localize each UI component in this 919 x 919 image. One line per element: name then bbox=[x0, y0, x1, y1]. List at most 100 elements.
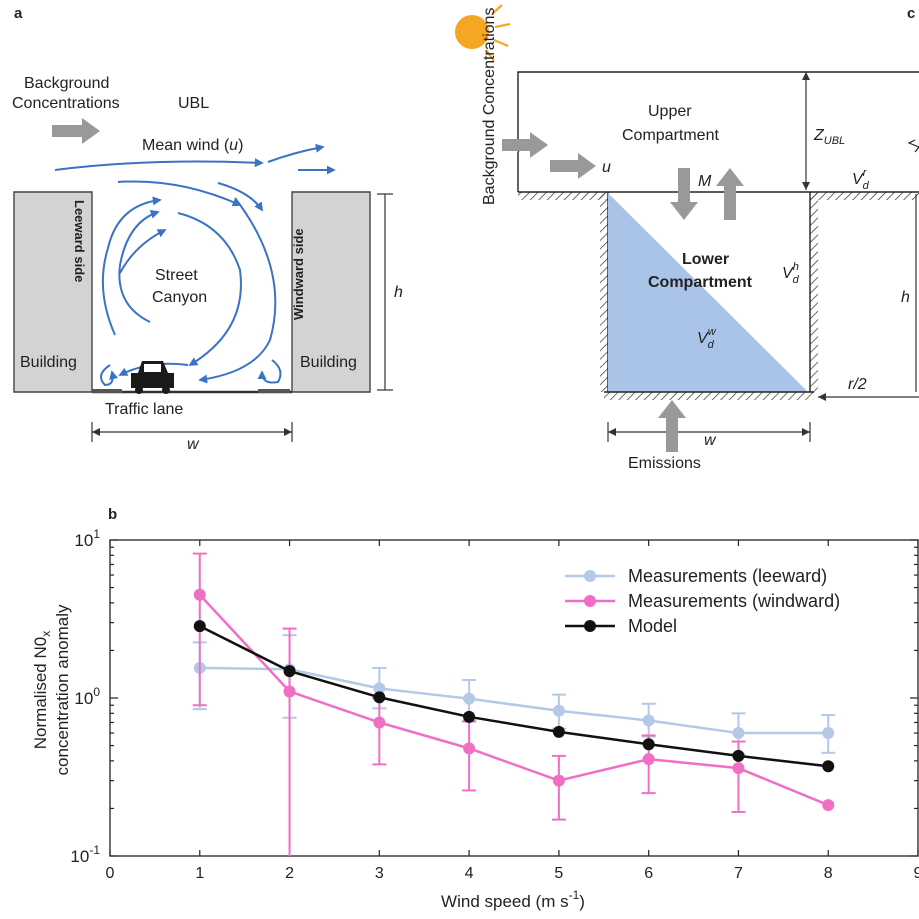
data-point bbox=[642, 753, 655, 766]
y-tick-label: 101 bbox=[74, 527, 100, 550]
legend-marker bbox=[584, 570, 596, 582]
data-point bbox=[283, 665, 296, 678]
legend-label: Model bbox=[628, 616, 677, 636]
data-point bbox=[732, 727, 745, 740]
vortex-arrow-icon bbox=[177, 212, 242, 366]
width-w-label: w bbox=[187, 436, 200, 453]
curb-left bbox=[92, 389, 122, 393]
x-tick-label: 1 bbox=[195, 865, 204, 882]
vdr-label: Vdr bbox=[852, 167, 870, 192]
data-point bbox=[552, 704, 565, 717]
y-tick-label: 100 bbox=[74, 685, 100, 708]
series-1 bbox=[192, 552, 835, 856]
data-point bbox=[373, 682, 386, 695]
ubl-label: UBL bbox=[178, 95, 209, 112]
upper-compartment-label: Upper bbox=[648, 103, 692, 120]
series-2 bbox=[193, 620, 835, 773]
y-tick-label: 10-1 bbox=[70, 843, 100, 866]
plot-frame bbox=[109, 539, 919, 857]
height-h-label: h bbox=[394, 284, 403, 301]
x-tick-label: 9 bbox=[914, 865, 919, 882]
y-axis: 101 100 10-1 bbox=[70, 527, 918, 866]
vdw-label: Vdw bbox=[697, 326, 717, 351]
emission-triangle bbox=[608, 193, 808, 392]
x-tick-label: 2 bbox=[285, 865, 294, 882]
traffic-lane-label: Traffic lane bbox=[105, 401, 183, 418]
panel-c-label: c bbox=[907, 5, 915, 22]
background-label: Background bbox=[24, 75, 109, 92]
m-label: M bbox=[698, 173, 712, 190]
building-left-label: Building bbox=[20, 354, 77, 371]
y-axis-label-2: concentration anomaly bbox=[53, 604, 72, 776]
emissions-arrow-icon bbox=[658, 400, 686, 452]
x-tick-label: 8 bbox=[824, 865, 833, 882]
series-line bbox=[199, 625, 829, 768]
chart-legend: Measurements (leeward)Measurements (wind… bbox=[565, 566, 840, 636]
data-point bbox=[732, 762, 745, 775]
x-tick-label: 0 bbox=[106, 865, 115, 882]
legend-marker bbox=[584, 620, 596, 632]
series-line bbox=[198, 593, 829, 807]
canyon-label: Canyon bbox=[152, 289, 207, 306]
wind-u-arrow-icon bbox=[550, 153, 596, 179]
x-tick-label: 3 bbox=[375, 865, 384, 882]
building-right-label: Building bbox=[300, 354, 357, 371]
vortex-arrow-icon bbox=[217, 182, 263, 212]
mean-wind-arrow-icon bbox=[54, 158, 264, 171]
vortex-arrow-icon bbox=[119, 229, 167, 274]
emissions-label: Emissions bbox=[628, 455, 701, 472]
windward-side-label: Windward side bbox=[291, 228, 306, 320]
data-point bbox=[463, 692, 476, 705]
y-axis-label: Normalised N0x bbox=[31, 631, 53, 749]
background-arrow-icon bbox=[52, 118, 100, 144]
x-axis-label: Wind speed (m s-1) bbox=[441, 888, 585, 911]
curb-right bbox=[258, 389, 290, 393]
data-point bbox=[373, 691, 386, 704]
x-tick-label: 6 bbox=[644, 865, 653, 882]
x-tick-label: 7 bbox=[734, 865, 743, 882]
street-label: Street bbox=[155, 267, 198, 284]
h-label: h bbox=[901, 289, 910, 306]
panel-b-label: b bbox=[108, 506, 117, 523]
corner-eddy-icon bbox=[257, 359, 282, 384]
data-point bbox=[193, 588, 206, 601]
x-tick-label: 4 bbox=[465, 865, 474, 882]
upper-compartment bbox=[517, 71, 919, 140]
sun-icon bbox=[455, 4, 511, 62]
lower-compartment-label: Lower bbox=[682, 251, 729, 268]
data-point bbox=[373, 716, 386, 729]
concentrations-label: Concentrations bbox=[12, 95, 120, 112]
data-point bbox=[552, 774, 565, 787]
legend-label: Measurements (leeward) bbox=[628, 566, 827, 586]
background-concentrations-label: Background Concentrations bbox=[481, 8, 498, 205]
data-point bbox=[822, 760, 835, 773]
lower-compartment-label-2: Compartment bbox=[648, 274, 753, 291]
z-ubl-label: ZUBL bbox=[813, 127, 845, 147]
width-w-label-c: w bbox=[704, 432, 717, 449]
car-icon bbox=[131, 361, 174, 394]
leeward-side-label: Leeward side bbox=[72, 200, 87, 282]
u-label: u bbox=[602, 159, 611, 176]
r-half-label: r/2 bbox=[848, 376, 867, 393]
legend-marker bbox=[584, 595, 596, 607]
data-point bbox=[552, 725, 565, 738]
mean-wind-arrow-icon bbox=[267, 143, 325, 163]
data-point bbox=[732, 749, 745, 762]
vortex-arrow-icon bbox=[198, 197, 277, 384]
exchange-up-arrow-icon bbox=[716, 168, 744, 220]
vdh-label: Vdh bbox=[782, 261, 800, 286]
data-point bbox=[642, 738, 655, 751]
data-point bbox=[822, 727, 835, 740]
mean-wind-label: Mean wind (u) bbox=[142, 137, 243, 154]
data-point bbox=[193, 620, 206, 633]
upper-compartment-label-2: Compartment bbox=[622, 127, 719, 144]
data-point bbox=[642, 714, 655, 727]
vortex-arrow-icon bbox=[101, 196, 162, 336]
break-symbol-icon bbox=[907, 139, 919, 153]
data-point bbox=[283, 685, 296, 698]
chart-series bbox=[192, 552, 836, 856]
vortex-arrow-icon bbox=[117, 180, 242, 207]
panel-c: c Background Concentrations bbox=[455, 4, 919, 472]
